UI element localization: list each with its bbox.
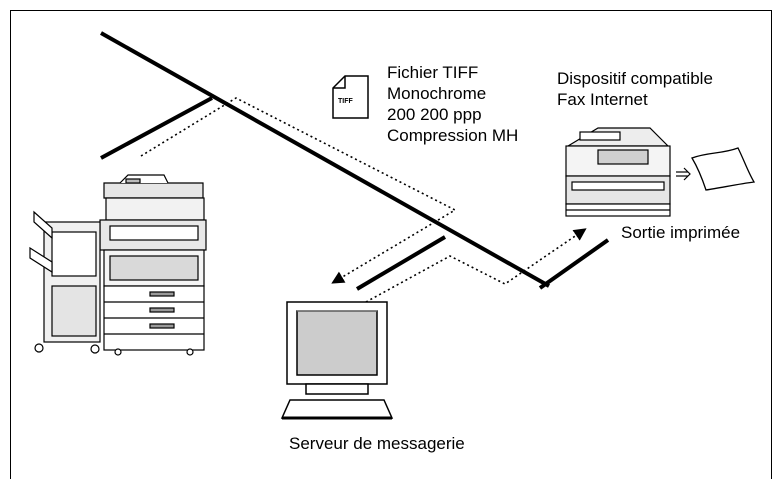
file-info-line-4: Compression MH: [387, 126, 519, 145]
multifunction-printer-icon: [29, 174, 207, 356]
file-info-line-1: Fichier TIFF: [387, 63, 479, 82]
fax-machine-icon: [565, 127, 671, 217]
fax-device-line-2: Fax Internet: [557, 90, 648, 109]
computer-monitor-icon: [280, 301, 394, 420]
path-mfp-to-server: [140, 97, 457, 284]
fax-device-text: Dispositif compatible Fax Internet: [557, 68, 713, 110]
file-info-line-3: 200 200 ppp: [387, 105, 482, 124]
mail-server-label: Serveur de messagerie: [289, 434, 465, 453]
file-info-text: Fichier TIFF Monochrome 200 200 ppp Comp…: [387, 62, 518, 146]
mfp-branch-line: [100, 96, 213, 160]
file-document-icon: [332, 75, 369, 119]
server-branch-line: [355, 235, 447, 291]
network-backbone-line: [100, 31, 550, 288]
file-icon-label: TIFF: [338, 98, 353, 105]
output-arrow-icon: [676, 167, 691, 181]
fax-device-line-1: Dispositif compatible: [557, 69, 713, 88]
diagram-frame: [10, 10, 772, 479]
file-info-line-2: Monochrome: [387, 84, 487, 103]
printed-output-label: Sortie imprimée: [621, 223, 741, 242]
fax-branch-line: [538, 238, 610, 290]
printed-paper-icon: [691, 147, 756, 191]
